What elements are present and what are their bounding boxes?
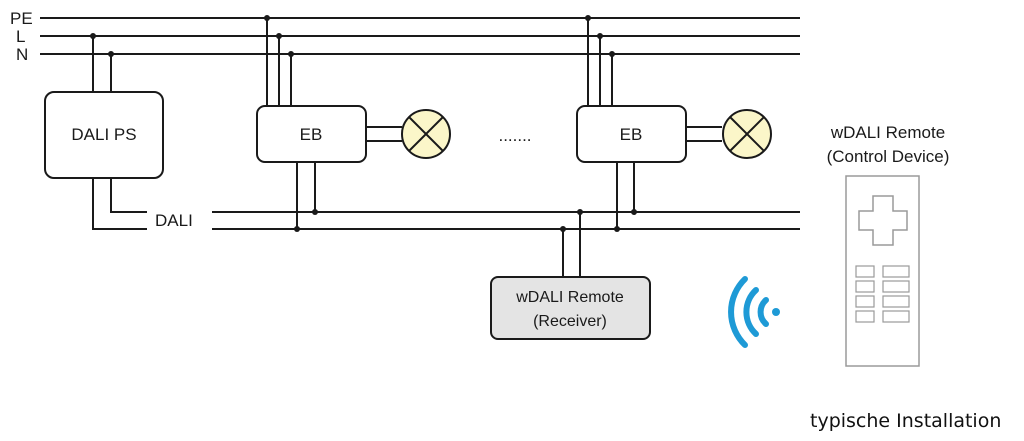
n-label: N [16, 45, 28, 64]
receiver-box [490, 276, 651, 340]
ballast-1-label: EB [300, 125, 323, 144]
power-supply-junctions [90, 33, 114, 57]
dpad-icon [858, 195, 908, 246]
ballast-1-box [256, 105, 367, 163]
ballast-2-junctions [585, 15, 637, 232]
dali-bus-label: DALI [155, 211, 193, 230]
ballast-1-junctions [264, 15, 318, 232]
control-device-label-line2: (Control Device) [827, 147, 950, 166]
dali-bus [212, 211, 800, 230]
receiver-junctions [560, 209, 583, 232]
lamp-icon [401, 109, 451, 159]
remote-control-icon [845, 175, 920, 367]
receiver-wiring [562, 212, 581, 277]
wireless-signal-icon [728, 276, 780, 348]
caption: typische Installation [810, 410, 1002, 432]
receiver-label-line1: wDALI Remote [515, 289, 624, 306]
power-supply-wiring [92, 36, 147, 230]
lamp-icon [722, 109, 772, 159]
remote-buttons [855, 265, 910, 323]
l-label: L [16, 27, 25, 46]
dali-ps-label: DALI PS [71, 125, 136, 144]
pe-label: PE [10, 9, 33, 28]
receiver-label-line2: (Receiver) [533, 313, 607, 330]
ballast-2-wiring [587, 18, 722, 229]
control-device-label-line1: wDALI Remote [830, 123, 945, 142]
ballast-2-label: EB [620, 125, 643, 144]
mains-lines [40, 17, 800, 55]
dali-ps-box [44, 91, 164, 179]
ballast-2-box [576, 105, 687, 163]
ballast-1-wiring [266, 18, 402, 229]
ellipsis: ....... [498, 126, 531, 145]
